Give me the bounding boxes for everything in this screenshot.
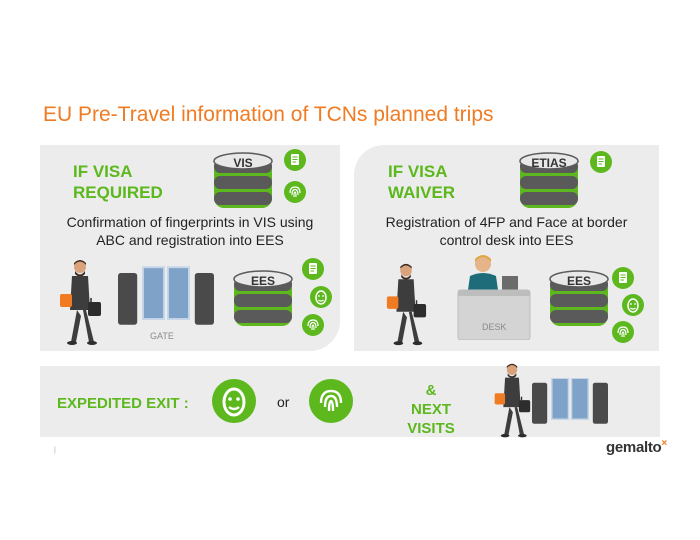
vis-database-label: VIS [233, 156, 253, 170]
next-visits-text: NEXT VISITS [407, 401, 455, 437]
ees-database-label: EES [566, 274, 591, 288]
etias-database-label: ETIAS [531, 156, 567, 170]
description-line-1: Confirmation of fingerprints in VIS usin… [66, 214, 314, 230]
face-icon [309, 285, 333, 309]
page-number: | [54, 447, 56, 454]
page-title: EU Pre-Travel information of TCNs planne… [43, 103, 494, 126]
gemalto-logo: gemalto× [606, 438, 667, 456]
gate-icon [532, 378, 608, 424]
ampersand-label: & [425, 382, 437, 399]
face-icon [621, 293, 645, 317]
desk-label: DESK [482, 322, 507, 332]
gate-icon [118, 266, 214, 326]
border-desk-icon [457, 255, 531, 340]
heading-line-2: WAIVER [388, 183, 456, 202]
visa-required-heading: IF VISA REQUIRED [73, 161, 163, 203]
heading-line-1: IF VISA [73, 162, 133, 181]
logo-mark: × [661, 438, 667, 449]
description-line-1: Registration of 4FP and Face at border [385, 214, 628, 230]
traveler-icon [490, 362, 534, 440]
or-label: or [277, 394, 290, 410]
fingerprint-icon [283, 180, 307, 204]
description-line-2: ABC and registration into EES [96, 232, 284, 248]
fingerprint-icon [611, 320, 635, 344]
document-icon [589, 150, 613, 174]
face-icon [210, 377, 258, 425]
next-visits-label: & NEXT VISITS [387, 381, 475, 438]
document-icon [301, 257, 325, 281]
heading-line-2: REQUIRED [73, 183, 163, 202]
ees-database-label: EES [250, 274, 275, 288]
logo-text: gemalto [606, 439, 662, 456]
heading-line-1: IF VISA [388, 162, 448, 181]
traveler-icon [382, 262, 430, 348]
fingerprint-icon [307, 377, 355, 425]
document-icon [611, 266, 635, 290]
fingerprint-icon [301, 313, 325, 337]
document-icon [283, 148, 307, 172]
gate-label: GATE [150, 331, 174, 341]
visa-waiver-heading: IF VISA WAIVER [388, 161, 455, 203]
traveler-icon [55, 258, 105, 348]
description-line-2: control desk into EES [439, 232, 574, 248]
expedited-exit-label: EXPEDITED EXIT : [57, 395, 189, 412]
visa-required-description: Confirmation of fingerprints in VIS usin… [40, 213, 340, 249]
visa-waiver-description: Registration of 4FP and Face at border c… [354, 213, 659, 249]
